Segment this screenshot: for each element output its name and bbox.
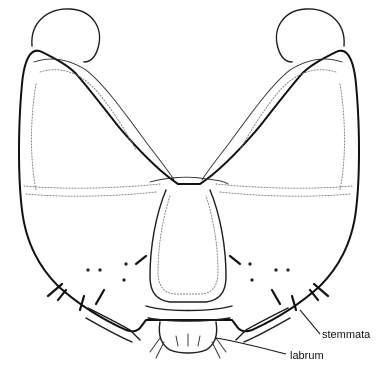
right-stem-setae — [230, 256, 240, 264]
frontal-dotted-suture-lower — [26, 192, 350, 196]
left-lateral-dotted-contour — [32, 84, 37, 190]
stemmata-label: stemmata — [322, 329, 371, 341]
right-stemmata-dots — [248, 262, 289, 281]
right-setae-group — [272, 284, 328, 310]
labrum-inner-texture — [176, 334, 200, 346]
labrum-label: labrum — [290, 350, 324, 362]
frons-dotted-inner — [158, 196, 218, 294]
right-gena-inner-outline — [202, 59, 342, 180]
clypeus-band — [146, 306, 232, 321]
labrum-leader-line — [216, 338, 286, 354]
frons-top-cap — [150, 177, 228, 184]
left-gena-inner-outline — [34, 59, 174, 180]
stemmata-leader-line — [300, 310, 320, 334]
left-pore-dots — [86, 262, 127, 281]
right-lateral-dotted-contour — [340, 84, 345, 190]
left-stem-setae — [136, 256, 146, 264]
left-setae-group — [48, 284, 104, 310]
head-capsule-outline — [19, 51, 359, 332]
frons-outline — [150, 190, 226, 302]
left-antenna-bulb — [32, 9, 100, 62]
